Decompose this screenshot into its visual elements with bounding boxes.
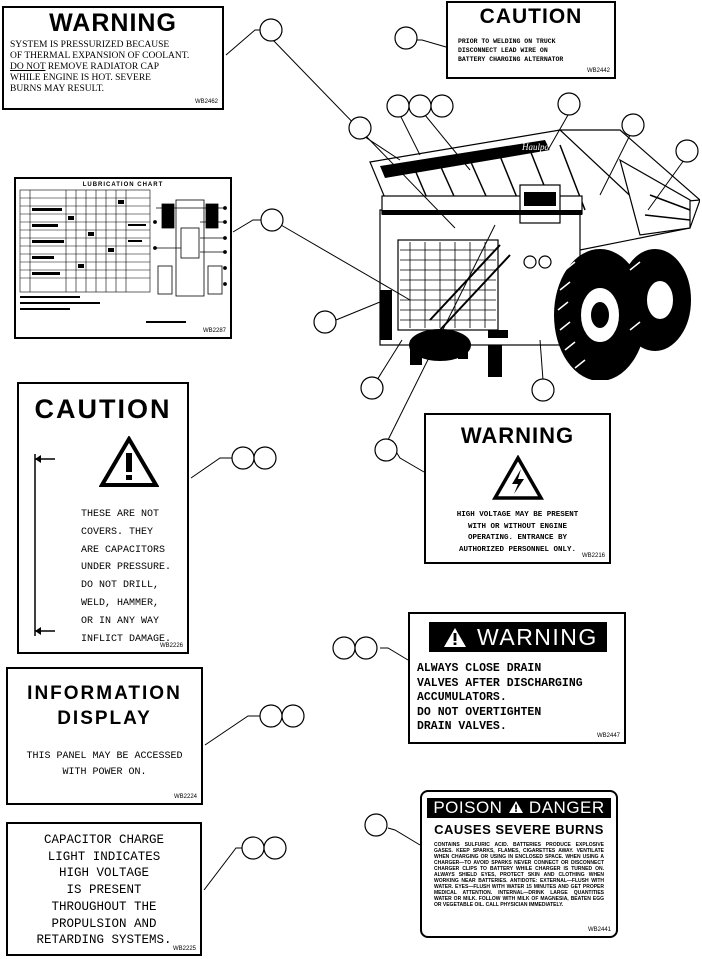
truck-brand-label: Haulpak: [521, 142, 554, 152]
decal-title: WARNING: [49, 9, 177, 37]
caution-welding-decal: CAUTION PRIOR TO WELDING ON TRUCK DISCON…: [446, 1, 616, 79]
warning-triangle-icon: [444, 628, 466, 647]
decal-title: LUBRICATION CHART: [82, 182, 164, 188]
decal-title: CAUTION: [34, 394, 172, 424]
poison-danger-decal: POISON DANGER CAUSES SEVERE BURNS CONTAI…: [420, 790, 618, 938]
decal-subtitle: CAUSES SEVERE BURNS: [434, 822, 604, 837]
lubrication-chart-graphic: [19, 189, 227, 323]
double-arrow-icon: [34, 454, 55, 636]
part-code: WB2442: [586, 68, 610, 74]
part-code: WB2447: [596, 733, 620, 739]
part-code: WB2216: [581, 553, 605, 559]
capacitor-charge-decal: CAPACITOR CHARGE LIGHT INDICATES HIGH VO…: [6, 822, 202, 956]
warning-triangle-icon: [99, 436, 159, 487]
decal-text: PRIOR TO WELDING ON TRUCK DISCONNECT LEA…: [458, 38, 564, 63]
decal-text: HIGH VOLTAGE MAY BE PRESENT WITH OR WITH…: [456, 511, 579, 554]
haul-truck-illustration: 930E Haulpak: [369, 129, 700, 380]
decal-text: SYSTEM IS PRESSURIZED BECAUSE OF THERMAL…: [10, 40, 190, 94]
decal-text: ALWAYS CLOSE DRAIN VALVES AFTER DISCHARG…: [417, 662, 583, 733]
part-code: WB2224: [173, 794, 197, 800]
decal-title: CAUTION: [479, 5, 583, 28]
decal-text: CAPACITOR CHARGE LIGHT INDICATES HIGH VO…: [36, 833, 172, 948]
electric-hazard-icon: [492, 455, 544, 500]
warning-drain-decal: WARNING ALWAYS CLOSE DRAIN VALVES AFTER …: [408, 612, 626, 744]
decal-title: WARNING: [477, 624, 598, 650]
warning-header-bar: WARNING: [429, 622, 607, 652]
decal-text: CONTAINS SULFURIC ACID. BATTERIES PRODUC…: [434, 842, 604, 908]
lubrication-chart-decal: LUBRICATION CHART: [14, 177, 232, 339]
info-display-decal: INFORMATION DISPLAY THIS PANEL MAY BE AC…: [6, 667, 203, 805]
caution-capacitors-decal: CAUTION THESE ARE NOT COVERS. THEY ARE C…: [17, 382, 189, 654]
warning-coolant-decal: WARNING SYSTEM IS PRESSURIZED BECAUSE OF…: [2, 6, 224, 110]
warning-triangle-icon: [508, 801, 523, 813]
decal-text: THIS PANEL MAY BE ACCESSED WITH POWER ON…: [26, 751, 183, 778]
poison-danger-header: POISON DANGER: [427, 798, 611, 818]
truck-model-label: 930E: [385, 168, 404, 177]
decal-title: WARNING: [460, 423, 575, 448]
decal-title: INFORMATION DISPLAY: [27, 683, 182, 729]
part-code: WB2225: [172, 946, 196, 952]
decal-text: THESE ARE NOT COVERS. THEY ARE CAPACITOR…: [81, 509, 172, 645]
part-code: WB2462: [194, 99, 218, 105]
part-code: WB2226: [159, 643, 183, 649]
part-code: WB2441: [587, 927, 611, 933]
part-code: WB2287: [202, 328, 226, 334]
warning-high-voltage-decal: WARNING HIGH VOLTAGE MAY BE PRESENT WITH…: [424, 413, 611, 564]
